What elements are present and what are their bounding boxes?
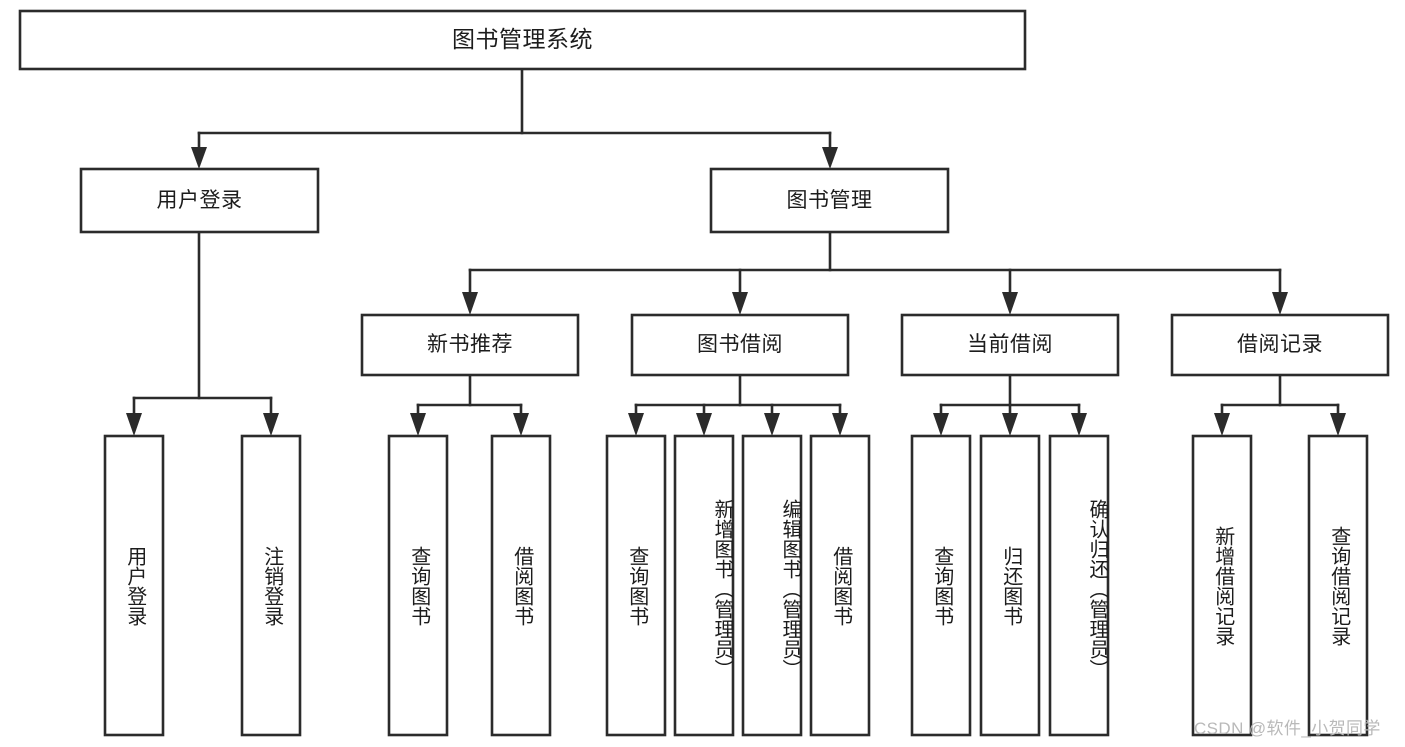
arrow-down-icon (462, 292, 478, 315)
connector-current-to-leaves (933, 373, 1087, 436)
arrow-down-icon (1071, 413, 1087, 436)
connector-userlogin-to-leaves (126, 230, 279, 436)
arrow-down-icon (410, 413, 426, 436)
node-user-login[interactable] (79, 167, 320, 234)
arrow-down-icon (696, 413, 712, 436)
connector-newbook-to-leaves (410, 373, 529, 436)
csdn-watermark: CSDN @软件_小贺同学 (1194, 719, 1381, 738)
connector-root-to-level2 (191, 67, 838, 169)
arrow-down-icon (933, 413, 949, 436)
leaf-add-borrow-record[interactable] (1191, 434, 1253, 737)
arrow-down-icon (822, 147, 838, 169)
node-root[interactable] (18, 9, 1027, 71)
leaf-logout[interactable] (240, 434, 302, 737)
arrow-down-icon (732, 292, 748, 315)
leaf-edit-book-admin[interactable] (741, 434, 803, 737)
arrow-down-icon (1272, 292, 1288, 315)
arrow-down-icon (513, 413, 529, 436)
connector-bookmgmt-to-level3 (462, 230, 1288, 315)
arrow-down-icon (628, 413, 644, 436)
leaf-borrow-book-2[interactable] (809, 434, 871, 737)
leaf-user-login[interactable] (103, 434, 165, 737)
leaf-confirm-return-admin[interactable] (1048, 434, 1110, 737)
node-current-borrow[interactable] (900, 313, 1120, 377)
arrow-down-icon (263, 413, 279, 436)
leaf-query-book-3[interactable] (910, 434, 972, 737)
arrow-down-icon (1214, 413, 1230, 436)
node-new-book-recommend[interactable] (360, 313, 580, 377)
connector-record-to-leaves (1214, 373, 1346, 436)
node-borrow-record[interactable] (1170, 313, 1390, 377)
arrow-down-icon (1002, 413, 1018, 436)
node-book-management[interactable] (709, 167, 950, 234)
leaf-query-borrow-record[interactable] (1307, 434, 1369, 737)
arrow-down-icon (832, 413, 848, 436)
leaf-borrow-book-1[interactable] (490, 434, 552, 737)
arrow-down-icon (764, 413, 780, 436)
connector-borrow-to-leaves (628, 373, 848, 436)
arrow-down-icon (126, 413, 142, 436)
node-book-borrow[interactable] (630, 313, 850, 377)
leaf-return-book[interactable] (979, 434, 1041, 737)
leaf-add-book-admin[interactable] (673, 434, 735, 737)
leaf-query-book-2[interactable] (605, 434, 667, 737)
arrow-down-icon (1330, 413, 1346, 436)
arrow-down-icon (191, 147, 207, 169)
leaf-query-book-1[interactable] (387, 434, 449, 737)
arrow-down-icon (1002, 292, 1018, 315)
